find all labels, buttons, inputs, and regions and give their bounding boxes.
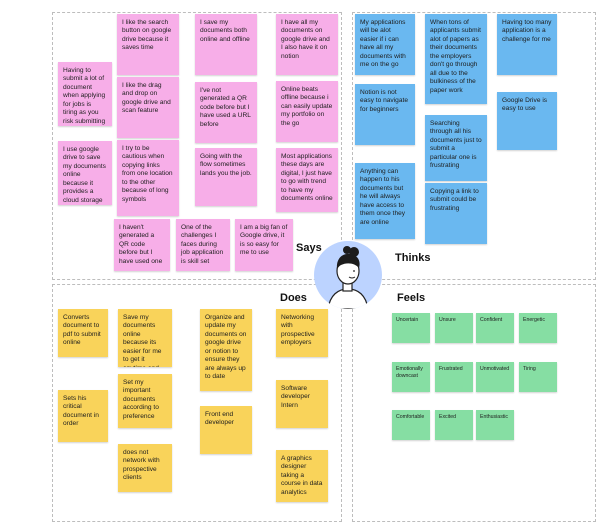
- says-note: I like the drag and drop on google drive…: [117, 77, 179, 138]
- thinks-note: Google Drive is easy to use: [497, 92, 557, 150]
- does-quadrant: [52, 284, 342, 522]
- says-note: Going with the flow sometimes lands you …: [195, 148, 257, 206]
- says-note: I save my documents both online and offl…: [195, 14, 257, 75]
- does-note: Organize and update my documents on goog…: [200, 309, 252, 391]
- feels-note: Unmotivated: [476, 362, 514, 392]
- does-note: A graphics designer taking a course in d…: [276, 450, 328, 502]
- says-note: I've not generated a QR code before but …: [195, 82, 257, 143]
- feels-note: Tiring: [519, 362, 557, 392]
- does-note: Save my documents online because its eas…: [118, 309, 172, 367]
- does-note: Sets his critical document in order: [58, 390, 108, 442]
- says-note: Having to submit a lot of document when …: [58, 62, 112, 126]
- says-note: I like the search button on google drive…: [117, 14, 179, 75]
- says-note: I haven't generated a QR code before but…: [114, 219, 170, 271]
- feels-label: Feels: [397, 292, 426, 304]
- says-note: Most applications these days are digital…: [276, 148, 338, 212]
- feels-note: Confident: [476, 313, 514, 343]
- does-note: does not network with prospective client…: [118, 444, 172, 492]
- says-note: I use google drive to save my documents …: [58, 141, 112, 205]
- feels-note: Unsure: [435, 313, 473, 343]
- thinks-note: Copying a link to submit could be frustr…: [425, 183, 487, 244]
- says-label: Says: [296, 242, 322, 254]
- thinks-label: Thinks: [395, 252, 431, 264]
- thinks-quadrant: [352, 12, 596, 280]
- says-note: Online beats offline because i can easil…: [276, 81, 338, 142]
- does-note: Networking with prospective employers: [276, 309, 328, 357]
- thinks-note: When tons of applicants submit alot of p…: [425, 14, 487, 104]
- thinks-note: Searching through all his documents just…: [425, 115, 487, 181]
- feels-note: Excited: [435, 410, 473, 440]
- feels-note: Emotionally downcast: [392, 362, 430, 392]
- says-note: I have all my documents on google drive …: [276, 14, 338, 75]
- does-note: Converts document to pdf to submit onlin…: [58, 309, 108, 357]
- does-note: Front end developer: [200, 406, 252, 454]
- thinks-note: Having too many application is a challen…: [497, 14, 557, 75]
- thinks-note: Anything can happen to his documents but…: [355, 163, 415, 239]
- does-label: Does: [280, 292, 307, 304]
- feels-note: Energetic: [519, 313, 557, 343]
- says-note: One of the challenges I faces during job…: [176, 219, 230, 271]
- says-note: I am a big fan of Google drive, it is so…: [235, 219, 293, 271]
- feels-note: Frustrated: [435, 362, 473, 392]
- thinks-note: Notion is not easy to navigate for begin…: [355, 84, 415, 145]
- feels-note: Enthusiastic: [476, 410, 514, 440]
- does-note: Software developer Intern: [276, 380, 328, 428]
- thinks-note: My applications will be alot easier if i…: [355, 14, 415, 75]
- feels-quadrant: [352, 284, 596, 522]
- feels-note: Comfortable: [392, 410, 430, 440]
- says-note: I try to be cautious when copying links …: [117, 140, 179, 216]
- does-note: Set my important documents according to …: [118, 374, 172, 428]
- says-quadrant: [52, 12, 342, 280]
- persona-avatar-icon: [314, 241, 382, 309]
- feels-note: Uncertain: [392, 313, 430, 343]
